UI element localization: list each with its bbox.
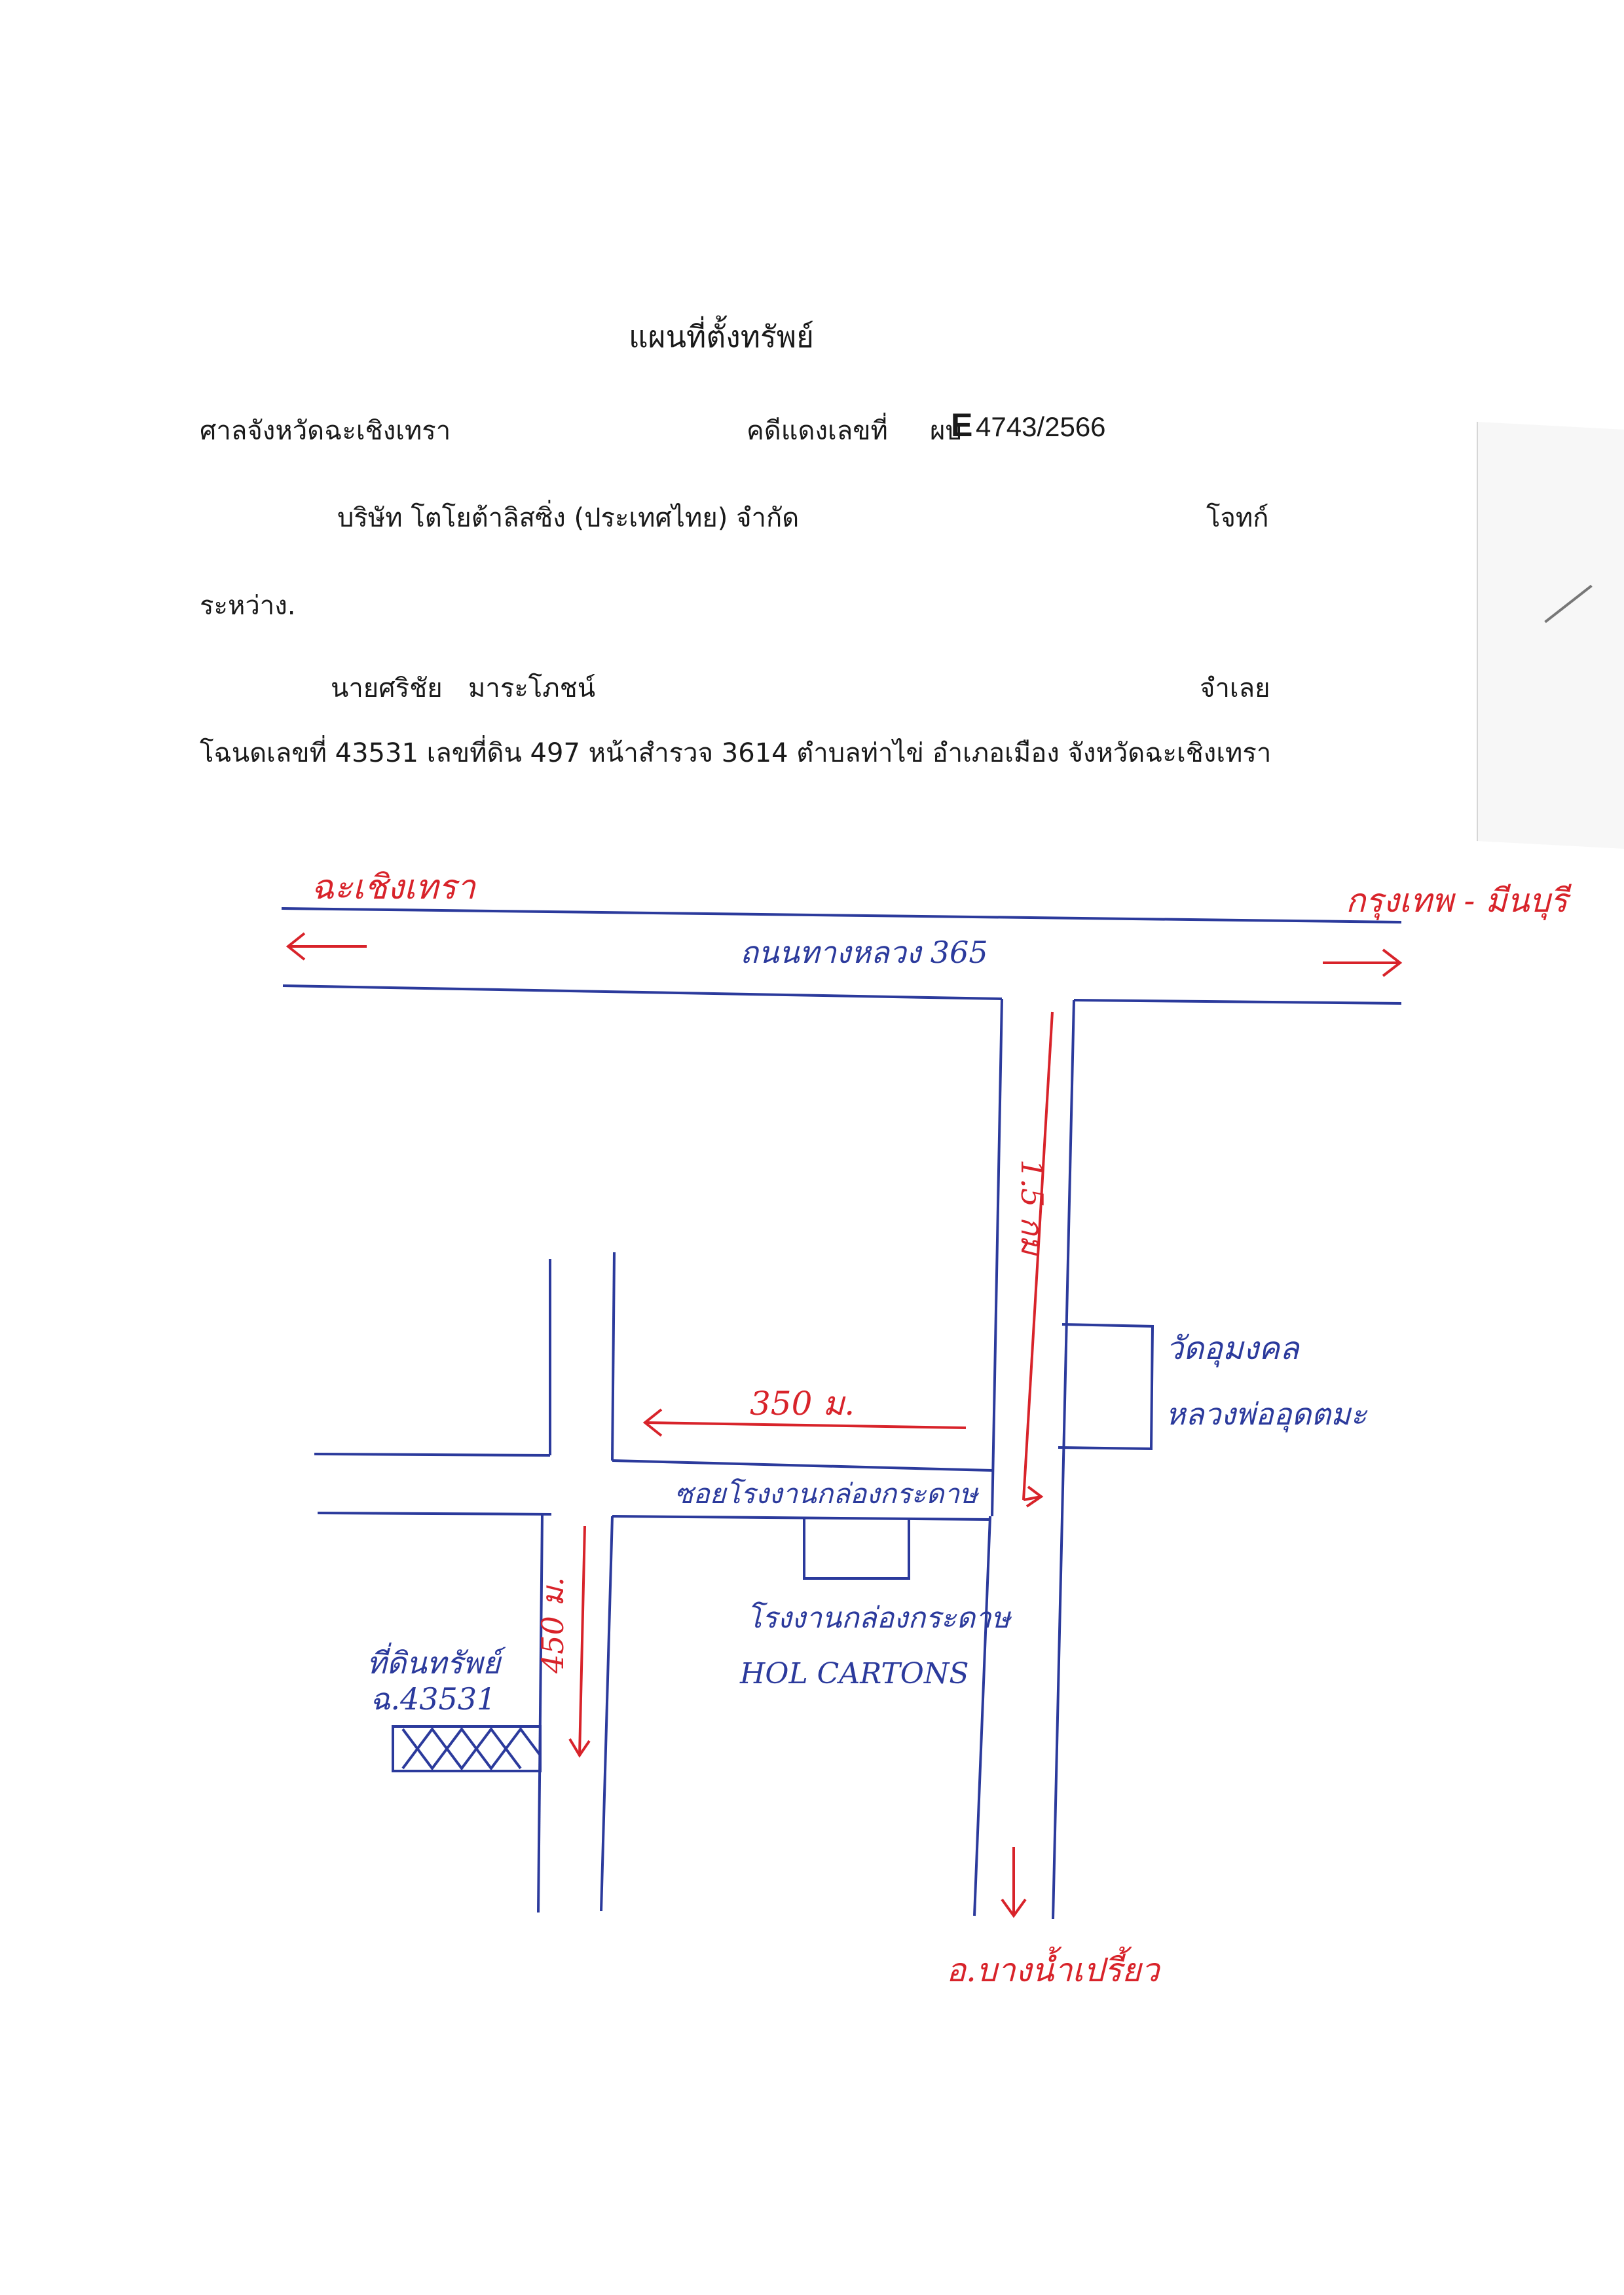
factory-en-label: HOL CARTONS (739, 1657, 969, 1690)
arrow-soi-west (644, 1421, 967, 1429)
highway-south-edge-west (282, 984, 1003, 1000)
side-road-east-edge-lower (600, 1516, 614, 1912)
arrow-side-down (578, 1525, 586, 1756)
ns-road-west-edge-upper (991, 998, 1003, 1517)
arrow-south-head (1001, 1898, 1027, 1918)
arrow-side-down-head (568, 1738, 591, 1758)
distance-1-label: 1.5 กม (1014, 1159, 1050, 1257)
south-destination-label: อ.บางน้ำเปรี้ยว (946, 1947, 1161, 1989)
soi-label: ซอยโรงงานกล่องกระดาษ (674, 1478, 979, 1510)
main-road-label: ถนนทางหลวง 365 (740, 935, 988, 970)
property-box (392, 1725, 542, 1772)
temple-label: วัดอุมงคล (1166, 1330, 1301, 1368)
west-road-north-edge (314, 1453, 551, 1457)
west-road-south-edge (317, 1512, 552, 1516)
highway-south-edge-east (1073, 999, 1402, 1005)
court-name: ศาลจังหวัดฉะเชิงเทรา (200, 416, 451, 446)
defendant-surname: มาระโภชน์ (468, 673, 596, 703)
document-title: แผนที่ตั้งทรัพย์ (629, 319, 815, 354)
temple-box (1058, 1323, 1154, 1451)
arrow-east-head (1382, 948, 1403, 977)
property-hatching (401, 1726, 542, 1771)
case-code: E (951, 407, 973, 443)
distance-2-label: 350 ม. (750, 1385, 855, 1423)
property-label: ที่ดินทรัพย์ (367, 1642, 506, 1681)
ns-road-east-edge (1052, 999, 1075, 1920)
ns-road-west-edge-lower (973, 1516, 991, 1916)
case-label: คดีแดงเลขที่ (747, 416, 888, 446)
case-prefix: ผบ (930, 416, 962, 446)
property-deed-label: ฉ.43531 (370, 1681, 496, 1717)
factory-label: โรงงานกล่องกระดาษ (747, 1601, 1012, 1635)
arrow-ns-head (1025, 1485, 1044, 1508)
arrow-ns-down (1022, 1011, 1054, 1501)
west-destination-label: ฉะเชิงเทรา (311, 868, 477, 907)
between-label: ระหว่าง. (200, 591, 296, 621)
factory-box (803, 1518, 910, 1580)
soi-south-edge (612, 1515, 991, 1521)
plaintiff-name: บริษัท โตโยต้าลิสซิ่ง (ประเทศไทย) จำกัด (337, 503, 800, 533)
side-road-west-edge-lower (537, 1514, 544, 1913)
temple-label-line2: หลวงพ่ออุดตมะ (1166, 1396, 1367, 1432)
highway-north-edge (281, 907, 1402, 924)
defendant-name: นายศริชัย (331, 673, 443, 703)
east-destination-label: กรุงเทพ - มีนบุรี (1346, 882, 1572, 921)
arrow-west-head (286, 932, 306, 961)
case-number: 4743/2566 (976, 411, 1106, 442)
plaintiff-role: โจทก์ (1206, 503, 1269, 533)
soi-north-edge (612, 1459, 993, 1472)
defendant-role: จำเลย (1200, 673, 1270, 703)
side-road-east-edge-upper (611, 1252, 616, 1461)
arrow-soi-west-head (642, 1408, 663, 1437)
distance-3-label: 450 ม. (535, 1577, 570, 1674)
deed-details: โฉนดเลขที่ 43531 เลขที่ดิน 497 หน้าสำรวจ… (200, 738, 1272, 768)
